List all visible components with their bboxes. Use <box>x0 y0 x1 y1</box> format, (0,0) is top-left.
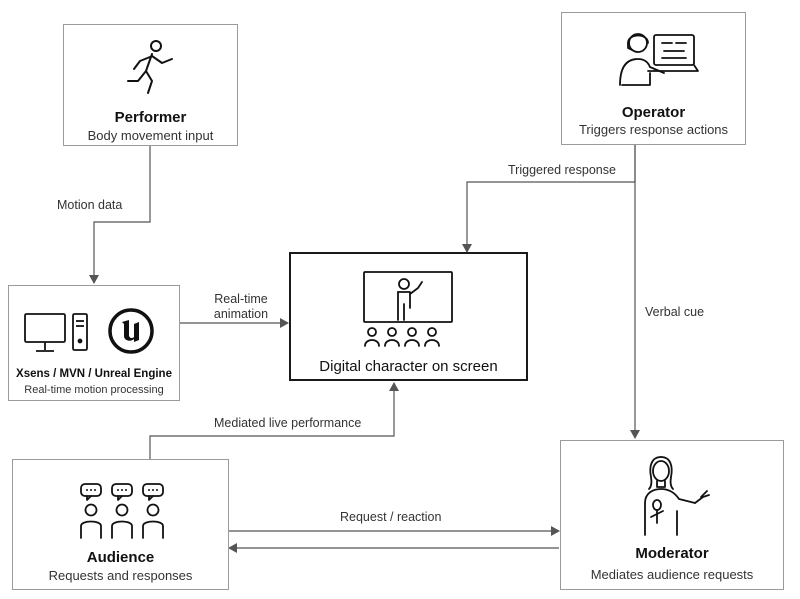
audience-title: Audience <box>86 549 155 566</box>
label-request-reaction: Request / reaction <box>340 510 442 524</box>
moderator-subtitle: Mediates audience requests <box>590 567 754 582</box>
label-verbal-cue: Verbal cue <box>645 305 705 319</box>
edge-mediated-live <box>149 382 399 459</box>
label-realtime-animation: Real-time animation <box>198 292 284 322</box>
operator-title: Operator <box>621 104 686 121</box>
node-screen: Digital character on screen <box>289 252 528 381</box>
node-audience: Audience Requests and responses <box>12 459 229 590</box>
audience-speech-icon <box>80 483 164 539</box>
label-triggered-response: Triggered response <box>508 163 616 177</box>
edge-triggered-response <box>462 145 636 253</box>
node-performer: Performer Body movement input <box>63 24 238 146</box>
processing-subtitle: Real-time motion processing <box>24 384 164 396</box>
processing-title: Xsens / MVN / Unreal Engine <box>16 368 172 380</box>
desktop-computer-icon <box>24 313 88 352</box>
unreal-engine-logo-icon <box>108 308 154 354</box>
screen-title: Digital character on screen <box>319 358 498 375</box>
operator-laptop-icon <box>619 33 699 86</box>
label-motion-data: Motion data <box>57 198 123 212</box>
audience-subtitle: Requests and responses <box>48 568 193 583</box>
label-realtime-line1: Real-time <box>214 292 268 306</box>
node-moderator: Moderator Mediates audience requests <box>560 440 784 590</box>
running-person-icon <box>127 40 173 94</box>
node-processing: Xsens / MVN / Unreal Engine Real-time mo… <box>8 285 180 401</box>
presenter-screen-icon <box>363 271 453 347</box>
performer-subtitle: Body movement input <box>87 128 214 143</box>
moderator-microphone-icon <box>644 456 710 536</box>
performer-title: Performer <box>114 109 187 126</box>
node-operator: Operator Triggers response actions <box>561 12 746 145</box>
moderator-title: Moderator <box>635 545 709 562</box>
label-mediated-live: Mediated live performance <box>214 416 362 430</box>
operator-subtitle: Triggers response actions <box>578 122 729 137</box>
label-realtime-line2: animation <box>213 307 269 321</box>
edge-motion-data <box>89 146 151 284</box>
